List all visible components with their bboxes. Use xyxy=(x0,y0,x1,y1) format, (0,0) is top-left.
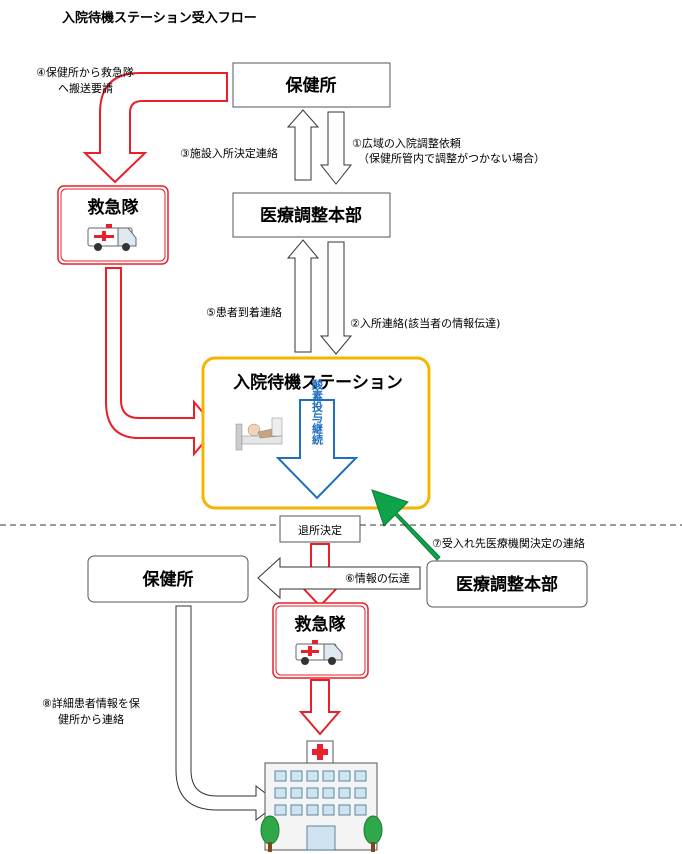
label-6: ⑥情報の伝達 xyxy=(345,572,410,585)
oxygen-label: 酸素投与継続 xyxy=(311,378,324,446)
arrow-6-left xyxy=(257,556,421,600)
label-3: ③施設入所決定連絡 xyxy=(180,146,278,160)
patient-bed-icon xyxy=(235,417,283,451)
arrow-3-up xyxy=(286,109,320,181)
label-7: ⑦受入れ先医療機関決定の連絡 xyxy=(432,536,585,550)
label-2: ②入所連絡(該当者の情報伝達) xyxy=(350,316,500,330)
label-1-line2: （保健所管内で調整がつかない場合） xyxy=(358,151,545,165)
arrow-kyukyu-to-station-red xyxy=(105,267,218,457)
ambulance-icon xyxy=(295,640,343,665)
iryo-top-box: 医療調整本部 xyxy=(232,192,391,238)
diagram-title: 入院待機ステーション受入フロー xyxy=(62,10,257,26)
hokenjo-top-label: 保健所 xyxy=(285,75,337,96)
hospital-icon xyxy=(260,740,383,852)
kyukyu-left-label: 救急隊 xyxy=(88,197,140,218)
kyukyu-bottom-box: 救急隊 xyxy=(272,602,369,679)
hokenjo-bottom-label: 保健所 xyxy=(142,569,194,590)
iryo-bottom-label: 医療調整本部 xyxy=(456,574,558,595)
taisho-label: 退所決定 xyxy=(298,523,342,537)
label-1-line1: ①広域の入院調整依頼 xyxy=(352,136,461,150)
arrow-8 xyxy=(175,605,279,822)
iryo-bottom-box: 医療調整本部 xyxy=(426,560,588,608)
taisho-box: 退所決定 xyxy=(279,515,361,543)
label-4-line1: ④保健所から救急隊 xyxy=(36,65,134,79)
station-box: 入院待機ステーション 酸素投与継続 xyxy=(201,356,431,510)
oxygen-arrow-blue xyxy=(275,399,359,500)
hokenjo-bottom-box: 保健所 xyxy=(87,555,249,603)
station-label: 入院待機ステーション xyxy=(233,372,403,393)
arrow-1-down xyxy=(319,111,353,185)
arrow-kyukyu-to-hospital-red xyxy=(298,679,342,736)
label-8-line2: 健所から連絡 xyxy=(58,712,124,726)
hokenjo-top-box: 保健所 xyxy=(232,62,391,108)
label-4-line2: へ搬送要請 xyxy=(58,81,113,95)
ambulance-icon xyxy=(87,224,137,251)
iryo-top-label: 医療調整本部 xyxy=(260,205,362,226)
kyukyu-left-box: 救急隊 xyxy=(57,185,169,265)
label-8-line1: ⑧詳細患者情報を保 xyxy=(42,696,140,710)
arrow-4-red xyxy=(82,72,228,184)
kyukyu-bottom-label: 救急隊 xyxy=(295,614,347,635)
arrow-5-up xyxy=(286,239,320,353)
label-5: ⑤患者到着連絡 xyxy=(206,305,282,319)
arrow-2-down xyxy=(319,241,353,355)
